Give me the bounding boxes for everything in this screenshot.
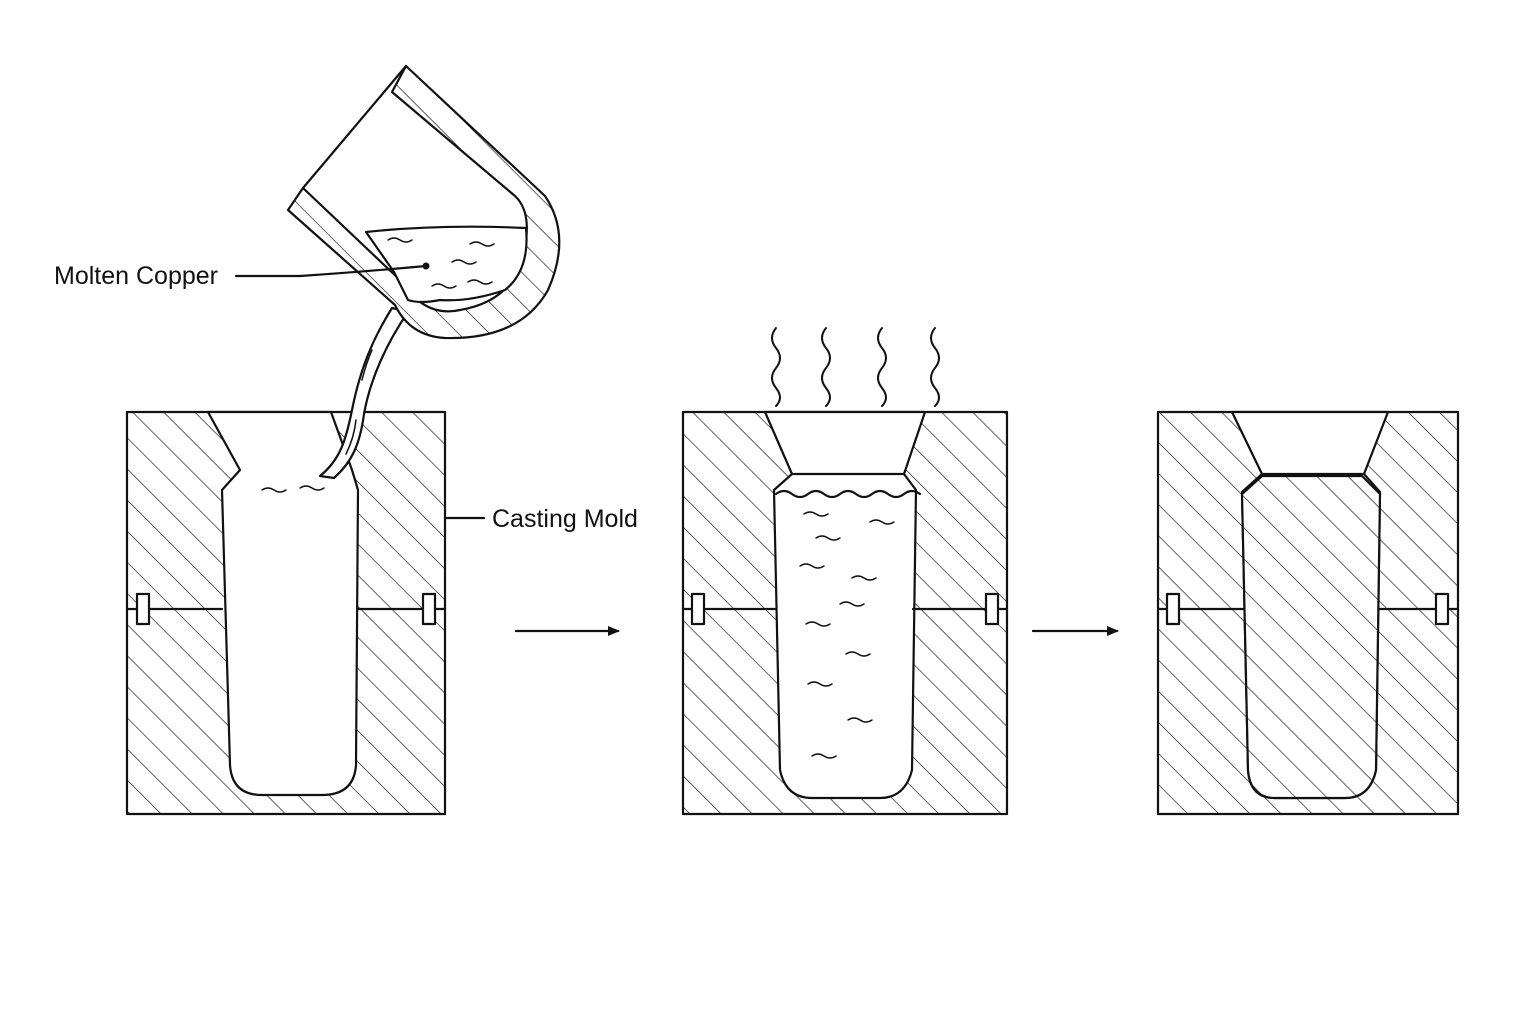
stream-flow-line — [345, 419, 357, 455]
alignment-pin-left — [135, 592, 151, 626]
liquid-wave — [839, 601, 865, 607]
mold-cavity — [206, 410, 360, 797]
heat-waves — [771, 327, 940, 407]
alignment-pin-left — [690, 592, 706, 626]
leader-line — [234, 264, 428, 278]
leader-dot — [422, 262, 430, 270]
liquid-wave — [869, 519, 895, 525]
ladle-wave — [451, 259, 477, 265]
casting-mold-1 — [125, 410, 447, 816]
liquid-wave — [805, 621, 831, 627]
stage-solidified — [1156, 410, 1460, 816]
mold-cavity — [763, 410, 927, 800]
ladle — [286, 64, 561, 340]
heat-wave — [930, 327, 940, 407]
casting-mold-label: Casting Mold — [492, 505, 638, 533]
stream-flow-line — [361, 349, 373, 381]
ladle-rim — [301, 64, 408, 190]
splash-wave — [299, 485, 325, 491]
molten-copper-stream — [318, 306, 410, 480]
alignment-pin-right — [984, 592, 1000, 626]
splash-wave — [261, 487, 287, 493]
heat-wave — [877, 327, 887, 407]
alignment-pin-right — [421, 592, 437, 626]
molten-copper-fill — [799, 511, 895, 759]
heat-wave — [821, 327, 831, 407]
liquid-wave — [799, 563, 825, 569]
liquid-wave — [807, 681, 833, 687]
liquid-wave — [847, 717, 873, 723]
liquid-wave — [851, 575, 877, 581]
alignment-pin-left — [1165, 592, 1181, 626]
stage-filled — [681, 327, 1009, 816]
liquid-wave — [845, 651, 871, 657]
liquid-wave — [815, 535, 841, 541]
stage-pouring: Molten Copper Casting Mold — [54, 64, 638, 816]
ladle-wave — [387, 237, 413, 243]
ladle-wave — [469, 241, 495, 247]
callout-casting-mold: Casting Mold — [443, 505, 638, 533]
callout-molten-copper: Molten Copper — [54, 262, 430, 290]
heat-wave — [771, 327, 781, 407]
solidified-copper-casting — [1240, 474, 1382, 800]
molten-copper-surface — [774, 489, 922, 499]
liquid-wave — [811, 753, 837, 759]
ladle-wave — [431, 283, 457, 289]
alignment-pin-right — [1434, 592, 1450, 626]
liquid-wave — [803, 511, 829, 517]
ladle-wave — [467, 279, 493, 285]
molten-copper-label: Molten Copper — [54, 262, 218, 290]
